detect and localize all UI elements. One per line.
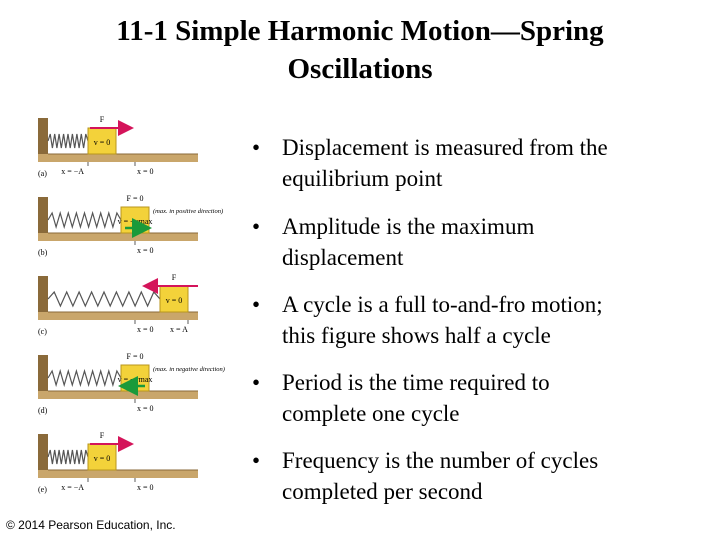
wall bbox=[38, 276, 48, 320]
title-line-1: 11-1 Simple Harmonic Motion—Spring bbox=[116, 15, 604, 47]
spring bbox=[47, 368, 122, 388]
bullet-line-2: equilibrium point bbox=[282, 166, 443, 191]
wall bbox=[38, 355, 48, 399]
panel-label: (c) bbox=[38, 327, 47, 336]
axis-label-left: x = −A bbox=[61, 483, 84, 492]
panel-label: (a) bbox=[38, 169, 47, 178]
floor bbox=[38, 391, 198, 399]
spring bbox=[47, 290, 161, 308]
copyright-notice: © 2014 Pearson Education, Inc. bbox=[6, 518, 176, 532]
bullet-line-2: displacement bbox=[282, 245, 404, 270]
bullet-dot: • bbox=[252, 370, 261, 395]
wall bbox=[38, 434, 48, 478]
velocity-label: v = 0 bbox=[94, 138, 111, 147]
force-label: F = 0 bbox=[127, 194, 144, 203]
force-label: F bbox=[172, 273, 177, 282]
bullet-item: • A cycle is a full to-and-fro motion; t… bbox=[252, 289, 712, 351]
bullet-item: • Displacement is measured from the equi… bbox=[252, 132, 712, 194]
wall bbox=[38, 118, 48, 162]
wall bbox=[38, 197, 48, 241]
velocity-label: v = 0 bbox=[166, 296, 183, 305]
floor bbox=[38, 233, 198, 241]
bullet-line-2: this figure shows half a cycle bbox=[282, 323, 551, 348]
axis-label-zero: x = 0 bbox=[137, 167, 154, 176]
bullet-line-2: completed per second bbox=[282, 479, 483, 504]
bullet-line-1: Amplitude is the maximum bbox=[282, 214, 535, 239]
panel-label: (b) bbox=[38, 248, 48, 257]
bullet-item: • Frequency is the number of cycles comp… bbox=[252, 445, 712, 507]
force-label: F = 0 bbox=[127, 352, 144, 361]
bullet-dot: • bbox=[252, 214, 261, 239]
panel-label: (d) bbox=[38, 406, 48, 415]
velocity-label: v = 0 bbox=[94, 454, 111, 463]
spring bbox=[47, 133, 89, 149]
force-label: F bbox=[100, 431, 105, 440]
force-label: F bbox=[100, 115, 105, 124]
axis-label-zero: x = 0 bbox=[137, 404, 154, 413]
slide-title: 11-1 Simple Harmonic Motion—Spring Oscil… bbox=[60, 12, 660, 88]
panel-label: (e) bbox=[38, 485, 47, 494]
spring-oscillation-figure: v = 0 Fx = 0 x = −A (a) v = +vmax(max. in po… bbox=[38, 115, 225, 494]
bullet-line-1: Frequency is the number of cycles bbox=[282, 448, 599, 473]
axis-label-zero: x = 0 bbox=[137, 483, 154, 492]
bullet-dot: • bbox=[252, 135, 261, 160]
floor bbox=[38, 154, 198, 162]
bullet-line-1: Displacement is measured from the bbox=[282, 135, 608, 160]
bullet-item: • Amplitude is the maximum displacement bbox=[252, 211, 712, 273]
axis-label-right: x = A bbox=[170, 325, 188, 334]
velocity-label: v = −vmax bbox=[118, 375, 153, 384]
bullet-line-2: complete one cycle bbox=[282, 401, 460, 426]
bullet-line-1: Period is the time required to bbox=[282, 370, 550, 395]
bullet-line-1: A cycle is a full to-and-fro motion; bbox=[282, 292, 603, 317]
velocity-note: (max. in negative direction) bbox=[153, 366, 225, 373]
floor bbox=[38, 312, 198, 320]
floor bbox=[38, 470, 198, 478]
title-line-2: Oscillations bbox=[287, 53, 433, 85]
axis-label-zero: x = 0 bbox=[137, 325, 154, 334]
axis-label-zero: x = 0 bbox=[137, 246, 154, 255]
spring bbox=[47, 210, 122, 230]
bullet-dot: • bbox=[252, 292, 261, 317]
axis-label-left: x = −A bbox=[61, 167, 84, 176]
bullet-dot: • bbox=[252, 448, 261, 473]
bullet-item: • Period is the time required to complet… bbox=[252, 367, 712, 429]
spring bbox=[47, 449, 89, 465]
velocity-label: v = +vmax bbox=[118, 217, 153, 226]
velocity-note: (max. in positive direction) bbox=[153, 208, 223, 215]
